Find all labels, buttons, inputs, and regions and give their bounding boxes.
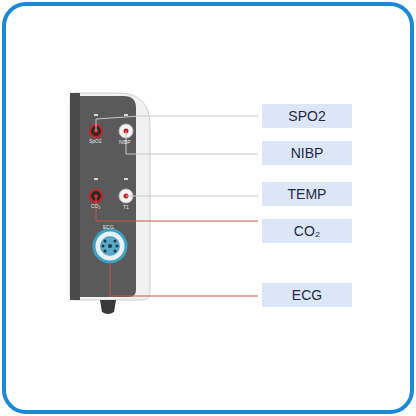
- frame-border: [4, 4, 412, 412]
- label-box: ECG: [262, 283, 352, 307]
- port-label: T1: [123, 205, 129, 210]
- label-box: CO₂: [262, 219, 352, 243]
- label-text: CO₂: [294, 223, 320, 239]
- label-text: ECG: [292, 287, 322, 303]
- port-label: NIBP: [119, 140, 131, 145]
- port-label: SpO2: [89, 139, 102, 144]
- label-text: SPO2: [288, 108, 325, 124]
- leader-lines: [96, 116, 258, 296]
- label-text: TEMP: [288, 186, 327, 202]
- label-box: NIBP: [262, 141, 352, 165]
- port-label: ECG: [103, 225, 114, 230]
- device-foot: [100, 300, 116, 314]
- ecg-port: [94, 230, 126, 262]
- label-box: TEMP: [262, 182, 352, 206]
- label-text: NIBP: [291, 145, 324, 161]
- port-label: CO₂: [91, 204, 100, 209]
- label-box: SPO2: [262, 104, 352, 128]
- device-side: [70, 93, 80, 300]
